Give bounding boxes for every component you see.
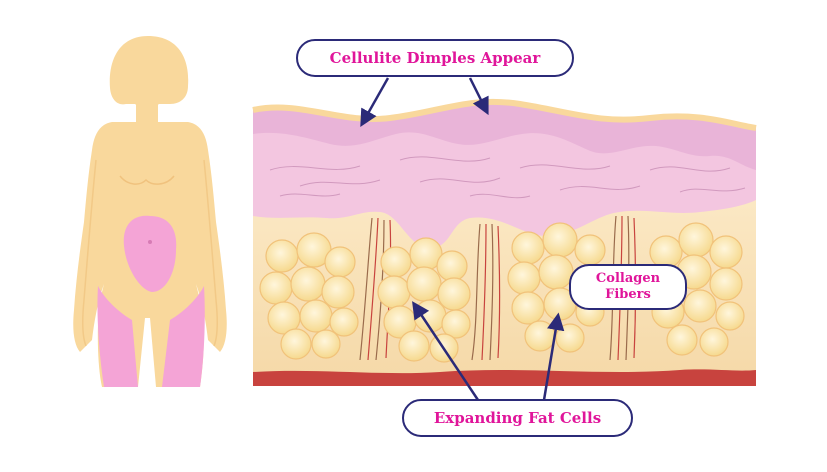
- head: [122, 44, 172, 108]
- navel: [148, 240, 152, 244]
- fat-cell-cluster-1-icon: [259, 232, 359, 360]
- pointer-arrow-dimple-left-icon: [360, 77, 390, 128]
- thigh-left-area: [97, 286, 138, 387]
- epidermis-layer: [253, 101, 756, 170]
- fat-cell-cluster-2-icon: [377, 237, 471, 363]
- arm-left: [81, 159, 97, 347]
- callout-collagen-label: Collagen Fibers: [595, 271, 661, 302]
- belly-area: [123, 215, 177, 292]
- callout-fat-label: Expanding Fat Cells: [433, 409, 602, 427]
- pointer-arrows: [360, 77, 565, 401]
- pointer-arrow-fat-left-icon: [412, 301, 480, 401]
- body-silhouette-icon: [73, 36, 227, 387]
- callout-cellulite-dimples: Cellulite Dimples Appear: [296, 39, 574, 77]
- muscle-layer: [253, 369, 756, 386]
- thigh-right-area: [162, 286, 205, 387]
- pointer-arrow-fat-right-icon: [542, 312, 565, 401]
- callout-collagen-fibers: Collagen Fibers: [569, 264, 687, 310]
- dermis-texture: [269, 156, 746, 199]
- chest-line: [119, 175, 175, 185]
- skin-surface: [252, 98, 757, 131]
- fat-cells: [259, 222, 745, 363]
- fat-cell-cluster-3-icon: [507, 222, 606, 353]
- pointer-arrow-dimple-right-icon: [468, 77, 489, 116]
- callout-dimples-label: Cellulite Dimples Appear: [329, 49, 541, 67]
- neck: [136, 100, 158, 122]
- collagen-fiber-bundle-2-icon: [471, 223, 501, 361]
- arm-right: [203, 159, 219, 347]
- callout-expanding-fat-cells: Expanding Fat Cells: [402, 399, 633, 437]
